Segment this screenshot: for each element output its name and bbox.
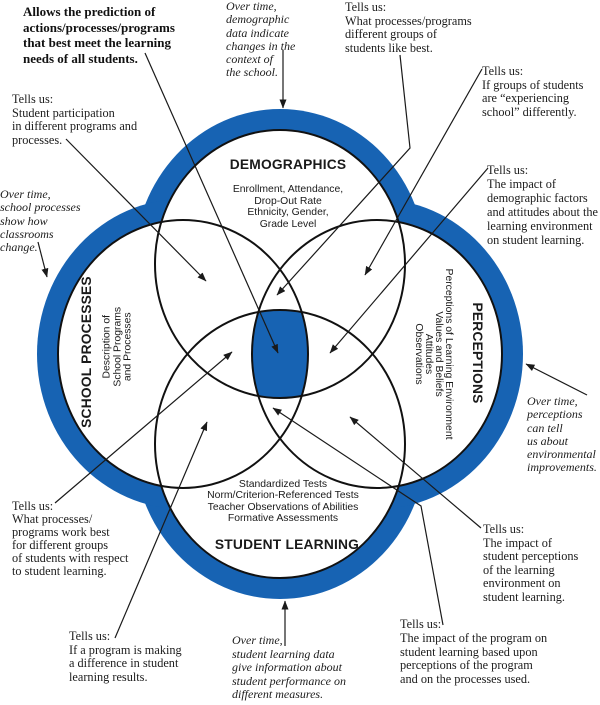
school-processes-item: Description of <box>101 314 113 379</box>
callout-perceptions-over-time: Over time, perceptions can tell us about… <box>527 394 597 475</box>
circle-school-processes <box>57 219 309 489</box>
arrow-perceptions-over-time <box>525 363 588 396</box>
arrow-student-participation <box>65 138 207 282</box>
school-processes-items: Description of School Programs and Proce… <box>101 287 134 407</box>
arrow-program-impact <box>272 407 444 626</box>
circle-school-processes-fill <box>58 220 308 488</box>
arrow-school-processes-over-time <box>37 241 49 278</box>
callout-heading: Tells us: <box>12 499 54 513</box>
callout-body: The impact of student perceptions of the… <box>483 535 579 604</box>
center-intersection <box>252 310 308 398</box>
school-processes-title: SCHOOL PROCESSES <box>79 276 94 428</box>
callout-heading: Tells us: <box>12 92 54 106</box>
callout-heading: Tells us: <box>69 629 111 643</box>
demographics-item: Ethnicity, Gender, <box>247 207 329 218</box>
callout-experiencing-school: Tells us: If groups of students are “exp… <box>482 64 584 120</box>
demographics-items: Enrollment, Attendance, Drop-Out Rate Et… <box>180 184 396 230</box>
perceptions-items: Perceptions of Learning Environment Valu… <box>413 254 454 454</box>
callout-heading: Tells us: <box>487 163 529 177</box>
circle-outlines <box>57 129 503 579</box>
callout-prediction: Allows the prediction of actions/process… <box>23 4 175 66</box>
demographics-item: Enrollment, Attendance, <box>232 184 344 195</box>
callout-heading: Tells us: <box>483 522 525 536</box>
circle-student-learning <box>154 309 406 579</box>
callout-body: What processes/programs different groups… <box>345 13 472 55</box>
demographics-title: DEMOGRAPHICS <box>229 157 347 172</box>
demographics-item: Drop-Out Rate <box>254 195 322 207</box>
student-learning-item: Standardized Tests <box>238 479 328 490</box>
callout-body: Student participation in different progr… <box>12 105 138 148</box>
callout-student-learning-over-time: Over time, student learning data give in… <box>232 633 346 702</box>
callout-heading: Tells us: <box>345 0 387 14</box>
arrow-experiencing-school <box>364 68 483 276</box>
callout-text: Over time, perceptions can tell us about… <box>527 394 597 475</box>
circle-perceptions <box>251 219 503 489</box>
arrow-processes-work-best <box>54 351 233 504</box>
callout-student-perceptions-impact: Tells us: The impact of student percepti… <box>483 522 579 604</box>
school-processes-item: and Processes <box>122 312 134 382</box>
perceptions-item: Observations <box>413 323 424 385</box>
student-learning-item: Formative Assessments <box>227 512 339 524</box>
callout-student-participation: Tells us: Student participation in diffe… <box>12 92 138 148</box>
callout-heading: Tells us: <box>482 64 524 78</box>
callout-text: Over time, school processes show how cla… <box>0 187 81 255</box>
callout-text: Over time, student learning data give in… <box>232 633 346 702</box>
callout-prediction-text: Allows the prediction of actions/process… <box>23 4 175 66</box>
demographics-item: Grade Level <box>259 218 317 230</box>
callout-text: Over time, demographic data indicate cha… <box>226 0 296 80</box>
callout-program-difference: Tells us: If a program is making a diffe… <box>69 629 182 684</box>
callout-demographics-over-time: Over time, demographic data indicate cha… <box>226 0 295 80</box>
arrow-student-perceptions-impact <box>349 416 482 529</box>
callout-body: If groups of students are “experiencing … <box>482 77 584 120</box>
circle-perceptions-fill <box>252 220 502 488</box>
callout-body: What processes/ programs work best for d… <box>12 512 129 578</box>
arrow-processes-groups-like-best <box>276 54 411 296</box>
callout-school-processes-over-time: Over time, school processes show how cla… <box>0 187 81 255</box>
callout-heading: Tells us: <box>400 617 442 631</box>
callout-body: The impact of the program on student lea… <box>400 630 548 687</box>
circle-interiors <box>58 130 502 578</box>
perceptions-item: Attitudes <box>423 333 434 375</box>
student-learning-title: STUDENT LEARNING <box>214 537 360 552</box>
perceptions-item: Perceptions of Learning Environment <box>443 268 454 440</box>
arrow-prediction <box>144 52 279 354</box>
callout-demographic-impact: Tells us: The impact of demographic fact… <box>487 163 598 247</box>
callout-program-impact: Tells us: The impact of the program on s… <box>400 617 548 687</box>
perceptions-item: Values and Beliefs <box>433 311 444 397</box>
center-clip-demographics <box>252 310 308 398</box>
perceptions-title: PERCEPTIONS <box>470 302 485 404</box>
arrow-demographic-impact <box>329 167 489 354</box>
circle-demographics <box>154 129 406 399</box>
callout-body: The impact of demographic factors and at… <box>487 177 598 247</box>
callout-processes-groups-like-best: Tells us: What processes/programs differ… <box>345 0 472 55</box>
callout-processes-work-best: Tells us: What processes/ programs work … <box>12 500 128 578</box>
center-clip-perceptions <box>252 310 308 398</box>
student-learning-item: Teacher Observations of Abilities <box>207 501 359 513</box>
student-learning-items: Standardized Tests Norm/Criterion-Refere… <box>175 479 391 524</box>
center-clip-student-learning <box>252 310 308 398</box>
arrows <box>37 50 588 646</box>
arrow-program-difference <box>114 421 208 639</box>
callout-body: If a program is making a difference in s… <box>69 642 182 684</box>
student-learning-item: Norm/Criterion-Referenced Tests <box>207 490 359 502</box>
center-clip-school-processes <box>252 310 308 398</box>
